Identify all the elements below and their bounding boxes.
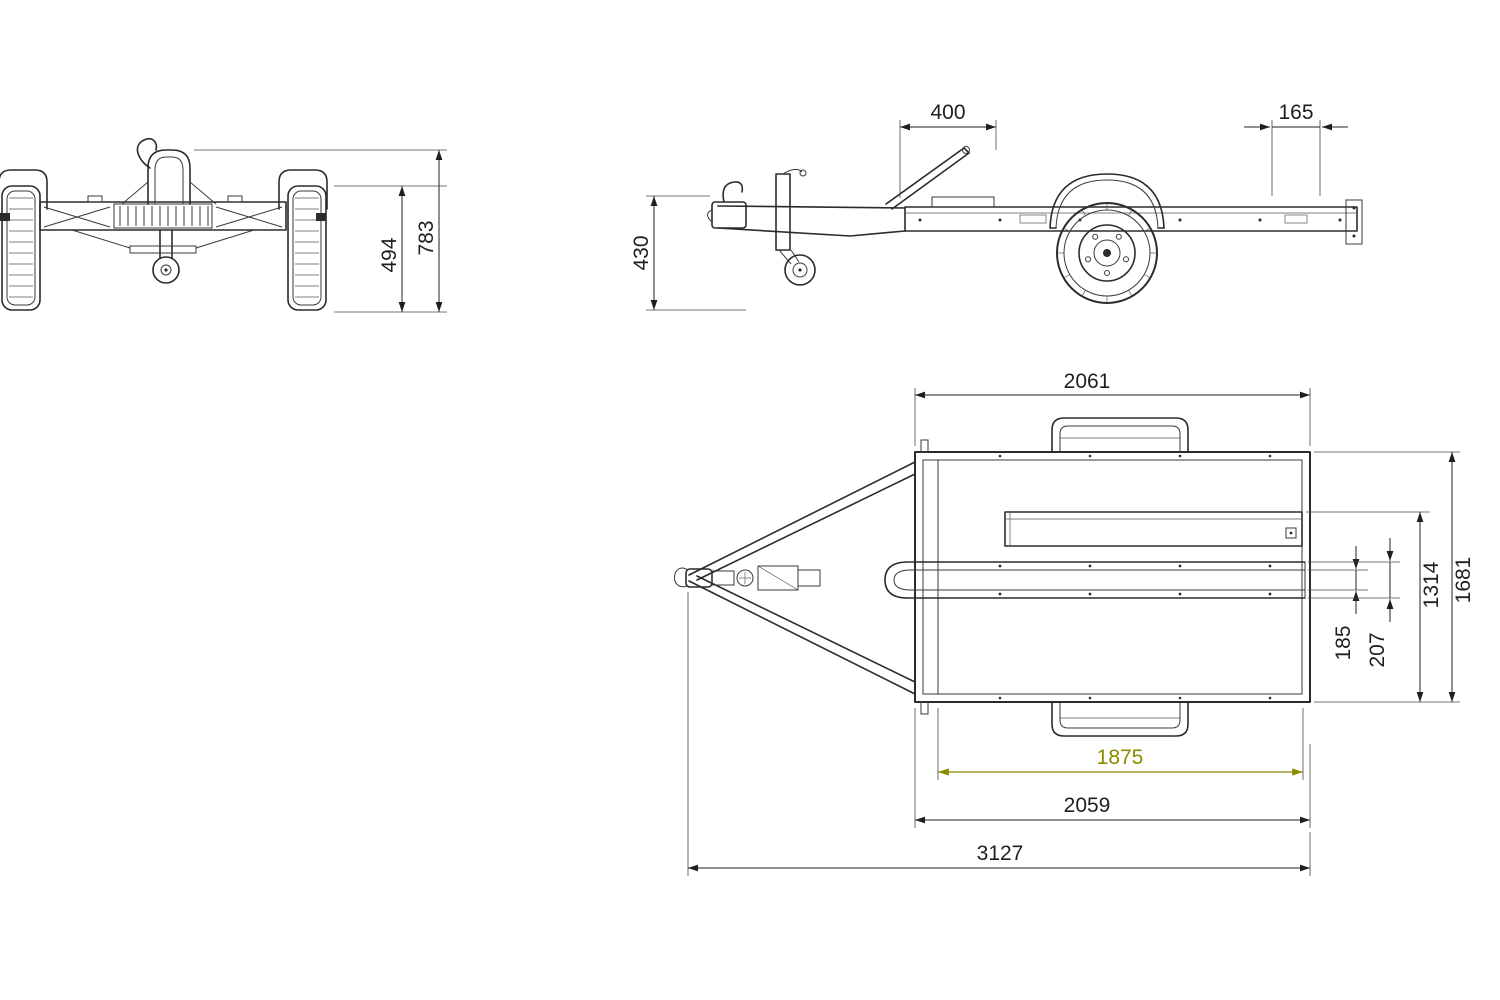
dim-label-185: 185 (1332, 625, 1355, 660)
dim-side-rear-overhang: 165 (1244, 101, 1348, 196)
front-support-wheel (152, 229, 180, 284)
top-lower-fender (1051, 701, 1189, 737)
top-drawbar (688, 461, 916, 695)
dim-label-783: 783 (415, 220, 438, 255)
dim-channel-inner: 185 (1308, 546, 1368, 661)
front-left-fender (0, 169, 48, 221)
front-right-wheel (287, 185, 327, 311)
top-upper-fender (1051, 417, 1189, 453)
dim-front-total-height: 783 (194, 149, 447, 312)
dim-label-207: 207 (1366, 632, 1389, 667)
front-wheel-chock (121, 137, 217, 205)
dim-top-width: 2061 (914, 370, 1311, 446)
dim-label-2059: 2059 (1064, 794, 1111, 817)
dim-label-1314: 1314 (1420, 561, 1443, 608)
dim-label-2061: 2061 (1064, 370, 1111, 393)
dim-label-1875: 1875 (1097, 746, 1144, 769)
side-coupling (707, 181, 747, 229)
top-view: 2061 1681 1314 185 (674, 370, 1475, 876)
side-tilt-lever (885, 146, 970, 210)
side-frame-rail (904, 196, 1363, 245)
dim-overall-length: 3127 (687, 592, 1311, 876)
dim-label-165: 165 (1278, 101, 1313, 124)
front-frame-beam (39, 195, 287, 231)
dim-label-1681: 1681 (1452, 557, 1475, 604)
side-jockey-wheel (775, 168, 816, 286)
side-drawbar (717, 205, 906, 237)
dim-front-bed-height: 494 (334, 185, 447, 313)
dim-label-3127: 3127 (977, 842, 1024, 865)
side-fender (1049, 173, 1165, 229)
dim-side-front-offset: 400 (899, 101, 997, 198)
top-coupling (674, 565, 821, 591)
dim-label-430: 430 (630, 235, 653, 270)
front-right-fender (278, 169, 328, 221)
side-view: 400 165 430 (630, 101, 1363, 311)
dim-box-length: 2059 (914, 708, 1311, 828)
top-body (914, 439, 1311, 715)
top-side-board (1004, 511, 1303, 547)
top-wheel-channel (884, 561, 1306, 599)
front-view: 494 783 (0, 137, 447, 313)
dim-label-400: 400 (930, 101, 965, 124)
dim-rail-to-side: 1314 (1306, 511, 1443, 702)
dim-label-494: 494 (378, 237, 401, 272)
dim-loading-length: 1875 (937, 708, 1304, 780)
dim-channel-outer: 207 (1308, 538, 1400, 668)
front-left-wheel (1, 185, 41, 311)
front-axle (71, 229, 255, 254)
dim-side-coupling-height: 430 (630, 195, 746, 311)
side-road-wheel (1056, 202, 1158, 304)
dim-overall-width: 1681 (1314, 451, 1475, 703)
